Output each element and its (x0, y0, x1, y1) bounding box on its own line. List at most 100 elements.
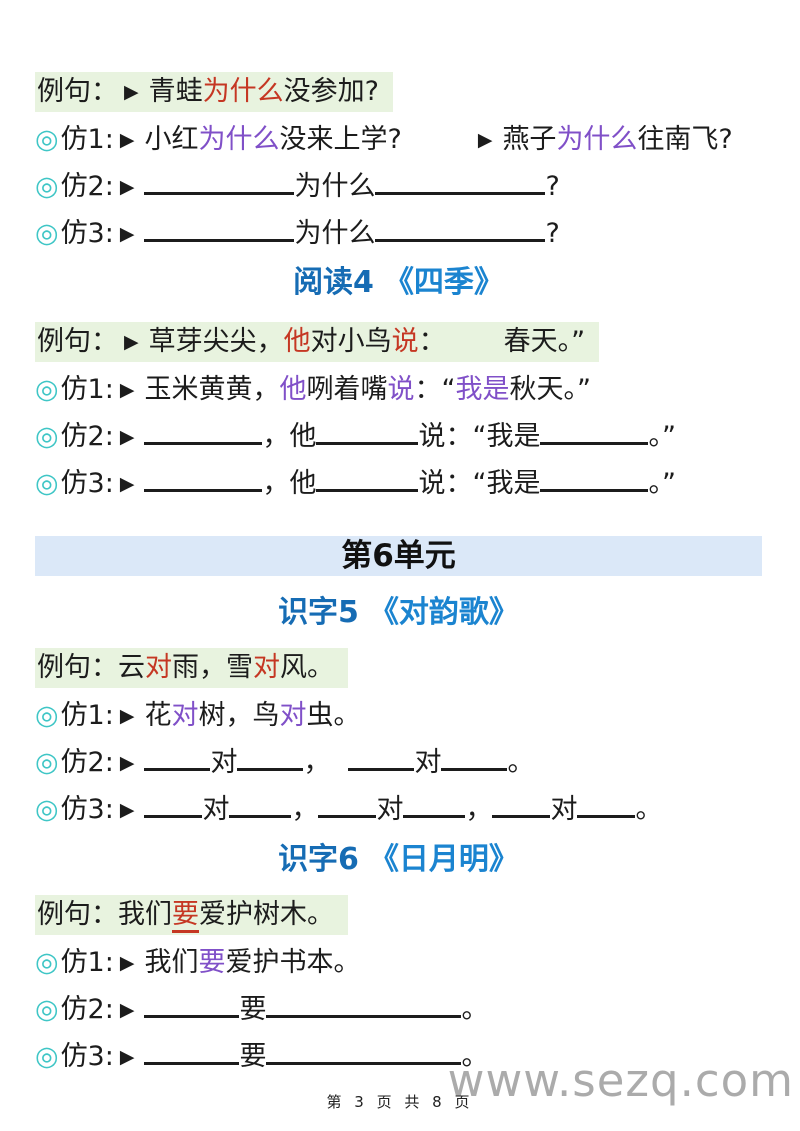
fill-in-blank (144, 485, 263, 492)
text-segment: 风。 (280, 652, 334, 683)
lesson-number: 识字6 (278, 842, 359, 877)
double-circle-icon: ◎ (35, 124, 59, 155)
text-segment: ， (465, 794, 493, 825)
imitate-line-3: ◎仿3:▶对，对，对。 (35, 791, 780, 829)
fill-in-blank (441, 764, 508, 771)
keyword-red: 为什么 (202, 76, 284, 107)
imitate-line-2: ◎仿2:▶，他说：“我是。” (35, 418, 780, 456)
example-label: 例句： (37, 76, 118, 107)
example-highlight: 例句：我们要爱护树木。 (35, 895, 348, 935)
double-circle-icon: ◎ (35, 468, 59, 499)
imitate-label: 仿1: (60, 947, 114, 978)
fill-in-blank (266, 1058, 462, 1065)
double-circle-icon: ◎ (35, 794, 59, 825)
fill-in-blank (144, 438, 263, 445)
triangle-bullet-icon: ▶ (119, 473, 135, 495)
double-circle-icon: ◎ (35, 421, 59, 452)
example-label: 例句： (37, 899, 118, 930)
fill-in-blank (144, 1011, 240, 1018)
imitate-line-1: ◎仿1:▶小红为什么没来上学?▶燕子为什么往南飞? (35, 121, 780, 159)
imitate-line-2: ◎仿2:▶为什么? (35, 168, 780, 206)
double-circle-icon: ◎ (35, 947, 59, 978)
keyword-purple: 对 (279, 700, 307, 731)
text-segment: 说：“我是 (418, 468, 541, 499)
imitate-label: 仿2: (60, 747, 114, 778)
imitate-line-1: ◎仿1:▶玉米黄黄，他咧着嘴说：“我是秋天。” (35, 371, 780, 409)
text-segment: 对 (414, 747, 442, 778)
text-segment: 对 (210, 747, 238, 778)
page-number: 第 3 页 共 8 页 (326, 1093, 474, 1111)
watermark: www.sezq.com (447, 1054, 794, 1107)
text-segment: 雨，雪 (172, 652, 253, 683)
example-highlight: 例句：云对雨，雪对风。 (35, 648, 348, 688)
keyword-purple: 要 (198, 947, 226, 978)
text-segment: 为什么 (294, 218, 376, 249)
keyword-purple: 为什么 (556, 124, 638, 155)
unit-banner: 第6单元 (35, 536, 762, 576)
keyword-red: 说 (391, 326, 419, 357)
text-segment: 说：“我是 (418, 421, 541, 452)
fill-in-blank (540, 485, 649, 492)
fill-in-blank (144, 764, 211, 771)
double-circle-icon: ◎ (35, 994, 59, 1025)
fill-in-blank (540, 438, 649, 445)
lesson-title: 《对韵歌》 (368, 595, 519, 630)
text-segment: 爱护树木。 (199, 899, 334, 930)
imitate-label: 仿1: (60, 374, 114, 405)
example-sentence-row: 例句：我们要爱护树木。 (35, 895, 780, 935)
text-segment: 小红 (144, 124, 199, 155)
text-segment: 要 (239, 1041, 267, 1072)
worksheet-content: 例句：▶青蛙为什么没参加? ◎仿1:▶小红为什么没来上学?▶燕子为什么往南飞? … (35, 72, 780, 1076)
text-segment: 虫。 (306, 700, 361, 731)
fill-in-blank (144, 811, 203, 818)
text-segment: 草芽尖尖， (148, 326, 284, 357)
lesson-title: 《日月明》 (368, 842, 519, 877)
text-segment: ，他 (262, 421, 317, 452)
imitate-label: 仿1: (60, 700, 114, 731)
triangle-bullet-icon: ▶ (124, 331, 139, 353)
double-circle-icon: ◎ (35, 171, 59, 202)
double-circle-icon: ◎ (35, 747, 59, 778)
lesson-heading: 阅读4《四季》 (35, 262, 762, 304)
triangle-bullet-icon: ▶ (119, 176, 135, 198)
keyword-red-underlined: 要 (172, 899, 199, 933)
triangle-bullet-icon: ▶ (119, 379, 135, 401)
imitate-line-3: ◎仿3:▶为什么? (35, 215, 780, 253)
text-segment: 我们 (118, 899, 172, 930)
triangle-bullet-icon: ▶ (477, 129, 493, 151)
text-segment: 。 (461, 1041, 489, 1072)
double-circle-icon: ◎ (35, 1041, 59, 1072)
imitate-label: 仿1: (60, 124, 114, 155)
keyword-red: 他 (283, 326, 311, 357)
imitate-line-1: ◎仿1:▶我们要爱护书本。 (35, 944, 780, 982)
imitate-line-3: ◎仿3:▶要。 (35, 1038, 780, 1076)
imitate-line-1: ◎仿1:▶花对树，鸟对虫。 (35, 697, 780, 735)
fill-in-blank (316, 438, 419, 445)
keyword-purple: 对 (171, 700, 199, 731)
text-segment: 燕子 (502, 124, 557, 155)
double-circle-icon: ◎ (35, 218, 59, 249)
example-highlight: 例句：▶草芽尖尖，他对小鸟说：春天。” (35, 322, 600, 362)
text-segment: 往南飞? (637, 124, 733, 155)
text-segment: 要 (239, 994, 267, 1025)
triangle-bullet-icon: ▶ (119, 952, 135, 974)
fill-in-blank (375, 188, 546, 195)
triangle-bullet-icon: ▶ (119, 999, 135, 1021)
lesson-number: 阅读4 (293, 265, 374, 300)
text-segment: 对小鸟 (310, 326, 392, 357)
lesson-heading: 识字6 《日月明》 (35, 839, 762, 881)
text-segment: 青蛙 (148, 76, 203, 107)
example-sentence-row: 例句：▶青蛙为什么没参加? (35, 72, 780, 112)
keyword-purple: 说 (387, 374, 415, 405)
text-segment: 秋天。” (509, 374, 591, 405)
example-sentence-row: 例句：云对雨，雪对风。 (35, 648, 780, 688)
imitate-label: 仿3: (60, 468, 114, 499)
text-segment: 。” (648, 421, 676, 452)
imitate-line-2: ◎仿2:▶对，对。 (35, 744, 780, 782)
fill-in-blank (348, 764, 415, 771)
imitate-label: 仿2: (60, 994, 114, 1025)
example-label: 例句： (37, 326, 118, 357)
text-segment: 树，鸟 (198, 700, 280, 731)
text-segment: ， (291, 794, 319, 825)
text-segment: 。 (635, 794, 663, 825)
